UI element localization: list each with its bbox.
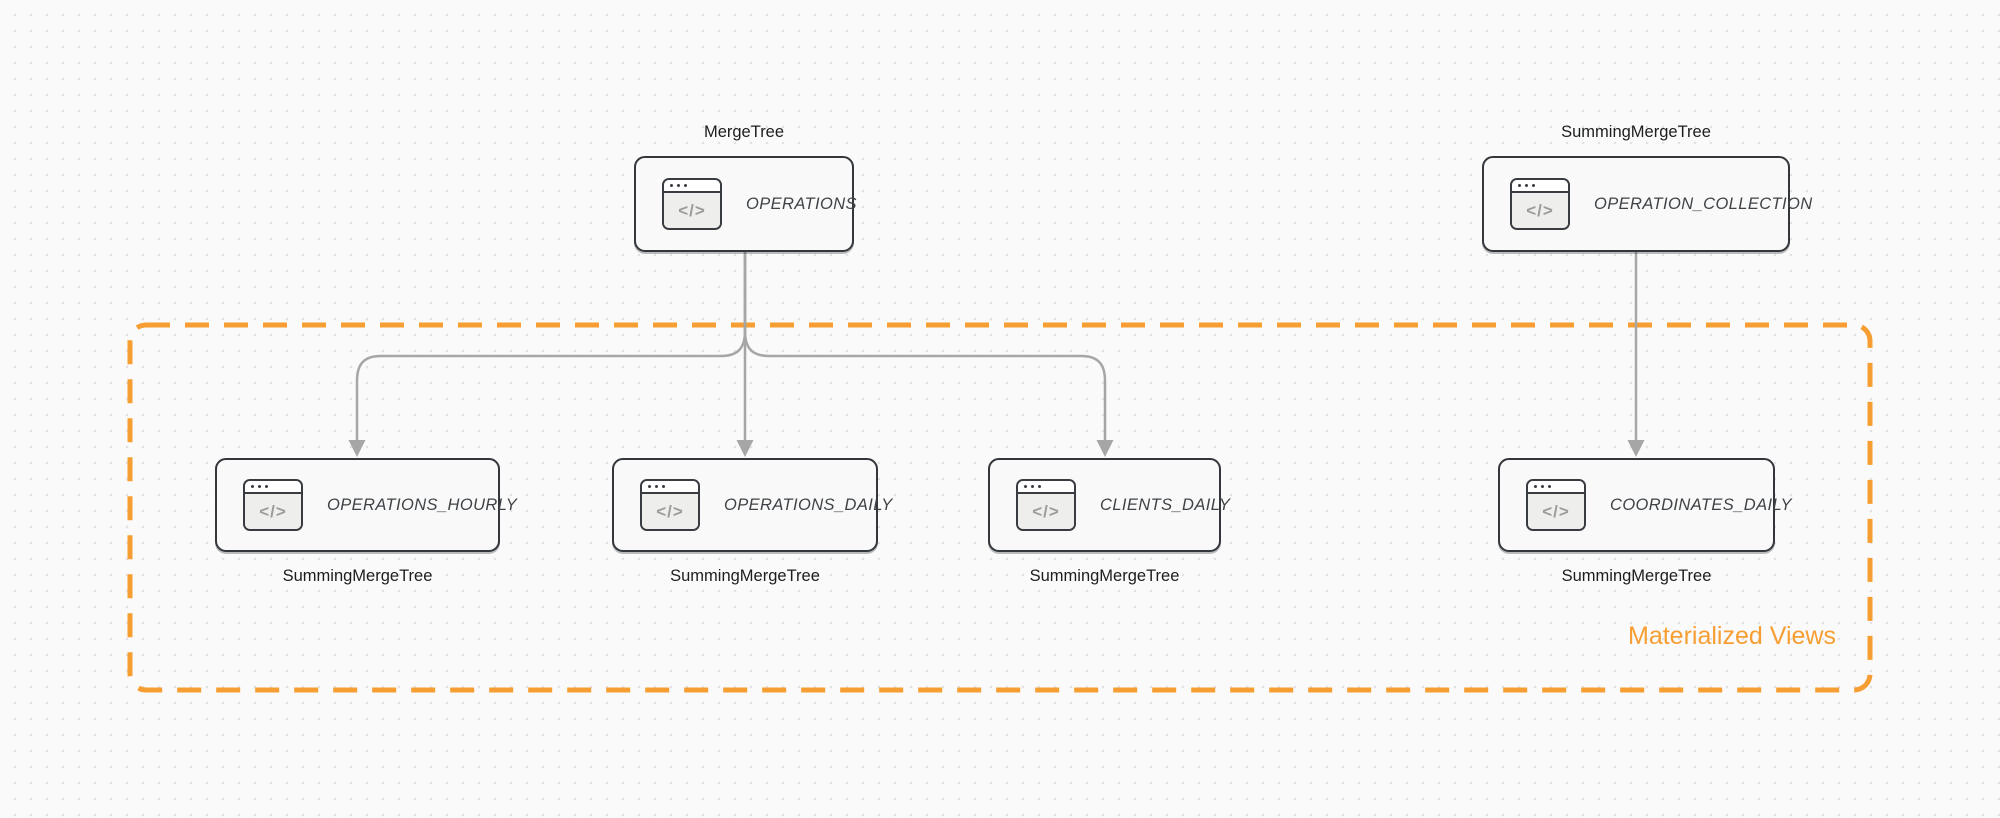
node-operations-hourly: </> OPERATIONS_HOURLY SummingMergeTree — [215, 458, 517, 585]
node-coordinates-daily: </> COORDINATES_DAILY SummingMergeTree — [1498, 458, 1792, 585]
arrowhead — [1627, 440, 1645, 457]
code-window-icon: </> — [243, 479, 303, 531]
engine-label: MergeTree — [703, 123, 785, 141]
engine-label: SummingMergeTree — [1561, 567, 1712, 585]
table-name: OPERATIONS_DAILY — [724, 495, 893, 514]
table-name: OPERATIONS — [746, 194, 857, 213]
code-window-icon: </> — [662, 178, 722, 230]
arrowhead — [1096, 440, 1114, 457]
node-box[interactable]: </> OPERATIONS_DAILY — [612, 458, 892, 552]
node-box[interactable]: </> COORDINATES_DAILY — [1498, 458, 1792, 552]
engine-label: SummingMergeTree — [1029, 567, 1180, 585]
node-operation-collection: SummingMergeTree </> OPERATION_COLLECTIO… — [1482, 123, 1812, 252]
arrowhead — [736, 440, 754, 457]
table-name: CLIENTS_DAILY — [1100, 495, 1231, 514]
materialized-views-label: Materialized Views — [1628, 622, 1836, 650]
code-window-icon: </> — [1510, 178, 1570, 230]
node-box[interactable]: </> OPERATIONS_HOURLY — [215, 458, 517, 552]
engine-label: SummingMergeTree — [282, 567, 433, 585]
engine-label: SummingMergeTree — [670, 567, 820, 585]
node-operations: MergeTree </> OPERATIONS — [634, 123, 857, 252]
table-name: COORDINATES_DAILY — [1610, 495, 1792, 514]
arrow-operations-to-clients — [743, 252, 1107, 441]
code-window-icon: </> — [1016, 479, 1076, 531]
engine-label: SummingMergeTree — [1561, 123, 1711, 141]
code-window-icon: </> — [1526, 479, 1586, 531]
table-name: OPERATION_COLLECTION — [1594, 194, 1813, 213]
table-name: OPERATIONS_HOURLY — [327, 495, 518, 514]
node-box[interactable]: </> CLIENTS_DAILY — [988, 458, 1230, 552]
node-box[interactable]: </> OPERATIONS — [634, 156, 857, 252]
arrow-operations-to-hourly — [355, 252, 747, 441]
node-clients-daily: </> CLIENTS_DAILY SummingMergeTree — [988, 458, 1230, 585]
arrowhead — [348, 440, 366, 457]
code-window-icon: </> — [640, 479, 700, 531]
node-box[interactable]: </> OPERATION_COLLECTION — [1482, 156, 1812, 252]
node-operations-daily: </> OPERATIONS_DAILY SummingMergeTree — [612, 458, 892, 585]
